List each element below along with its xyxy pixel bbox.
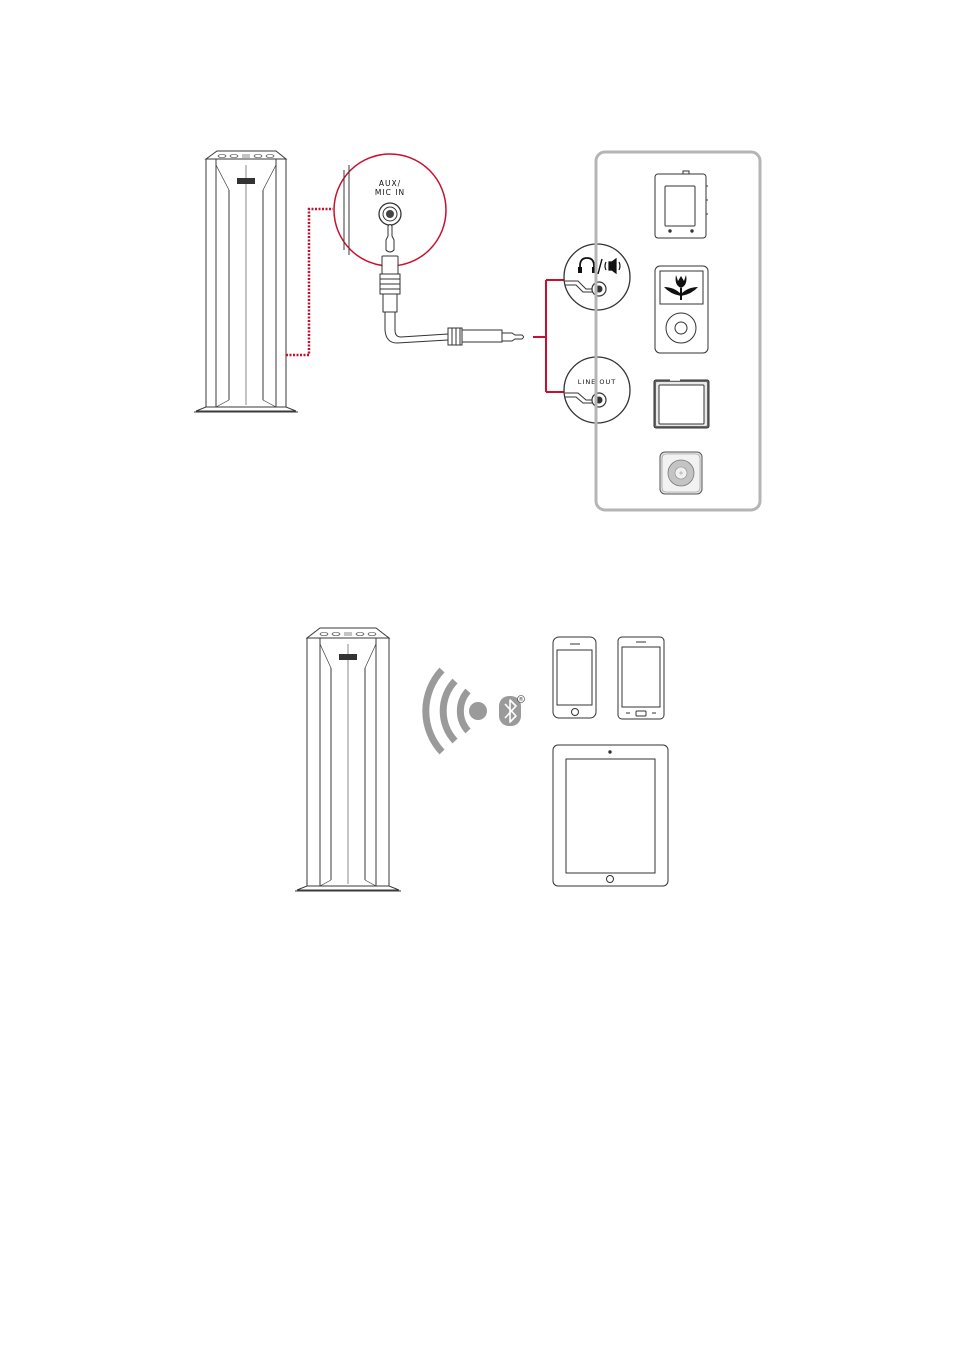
aux-label-line1: AUX/ — [379, 179, 401, 188]
speaker-tower-bluetooth — [295, 628, 401, 891]
mp3-player-device — [655, 171, 708, 238]
registered-mark: ® — [519, 696, 524, 703]
iphone-device — [553, 637, 596, 718]
bluetooth-icon: ® — [499, 696, 525, 727]
aux-label-line2: MIC IN — [375, 188, 405, 197]
android-phone-device — [618, 637, 664, 719]
callout-connector — [286, 209, 333, 355]
output-bracket — [533, 280, 565, 392]
bluetooth-connection-diagram: ® — [295, 628, 668, 891]
speaker-tower-wired — [194, 151, 298, 412]
ipod-classic-device — [655, 266, 708, 353]
ipad-device — [553, 745, 668, 886]
ipod-shuffle-device — [660, 452, 702, 494]
wireless-waves-icon — [426, 670, 487, 752]
aux-jack-port — [379, 203, 401, 225]
wired-connection-diagram: AUX/ MIC IN — [194, 151, 760, 510]
device-plug — [448, 328, 524, 345]
audio-cable — [397, 334, 448, 343]
ipod-nano-device — [654, 380, 709, 428]
